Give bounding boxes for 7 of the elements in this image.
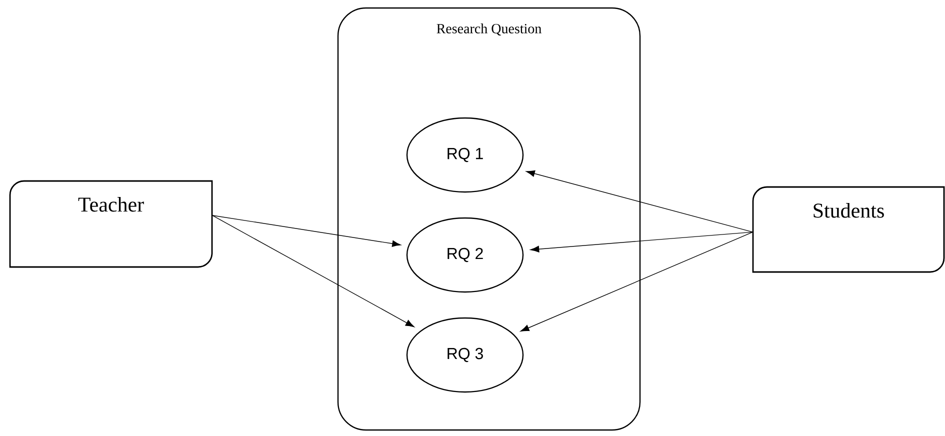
arrow (530, 232, 754, 252)
actor-box: Teacher (9, 180, 213, 268)
arrow (520, 232, 754, 332)
arrow (212, 215, 401, 247)
arrow (526, 170, 754, 232)
actor-box: Students (752, 186, 945, 273)
arrow (212, 215, 414, 328)
